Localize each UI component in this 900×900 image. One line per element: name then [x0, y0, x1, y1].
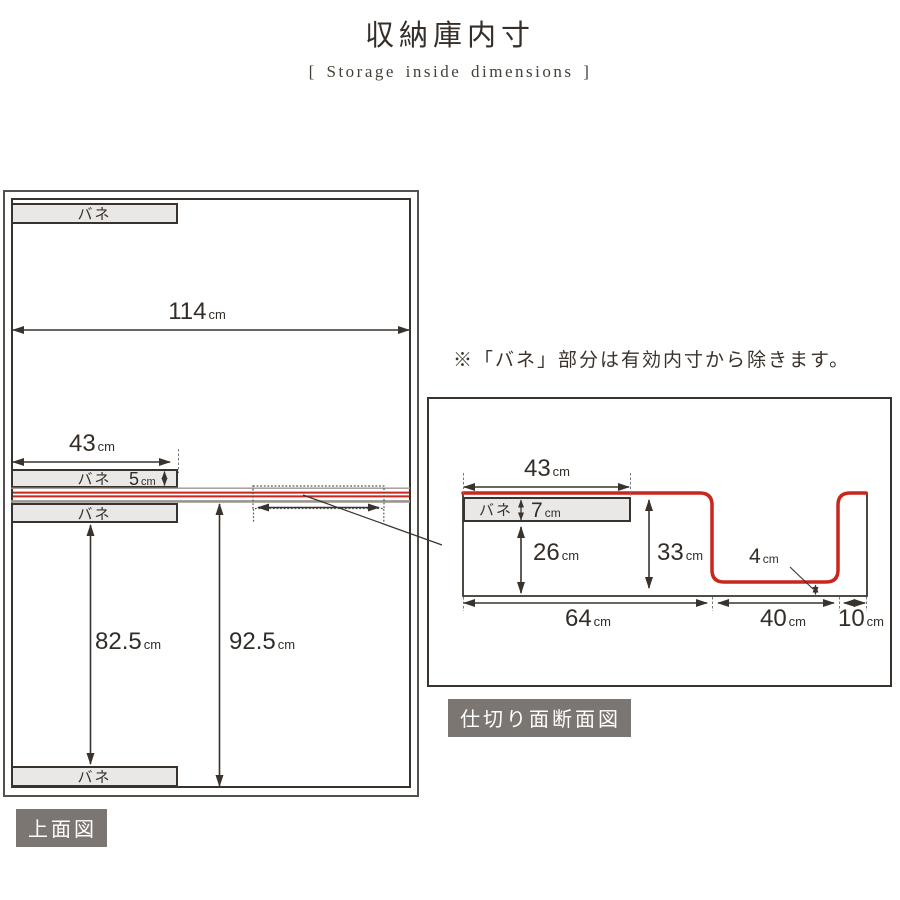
- dim-value: 26: [533, 539, 560, 566]
- page-subtitle: [ Storage inside dimensions ]: [308, 62, 592, 81]
- top-view-caption: 上面図: [16, 809, 107, 847]
- bane-box-bottom: バネ: [11, 766, 178, 787]
- dim-unit: cm: [685, 548, 704, 563]
- dim-unit: cm: [141, 476, 156, 488]
- dim-value: 40: [759, 605, 787, 632]
- bane-label: バネ: [77, 206, 112, 223]
- page-title: 収納庫内寸: [364, 20, 536, 52]
- dim-value: 114: [168, 298, 207, 325]
- dim-unit: cm: [762, 552, 779, 566]
- dim-value: 43: [523, 455, 551, 482]
- dim-value: 64: [564, 605, 592, 632]
- top-view-outer-frame: [3, 190, 419, 797]
- dim-unit: cm: [593, 614, 612, 629]
- bane-label: バネ: [77, 471, 112, 488]
- bane-box-middle-lower: バネ: [11, 503, 178, 523]
- dim-value: 43: [68, 430, 96, 457]
- dim-unit: cm: [143, 637, 162, 652]
- dim-value: 33: [657, 539, 684, 566]
- dim-unit: cm: [788, 614, 807, 629]
- bane-box-middle-upper: バネ: [11, 469, 178, 488]
- dim-unit: cm: [208, 307, 226, 322]
- bane-label: バネ: [77, 769, 112, 786]
- dim-value: 7: [531, 499, 543, 522]
- dim-unit: cm: [544, 506, 561, 520]
- dim-value: 10: [837, 605, 865, 632]
- bane-label: バネ: [479, 502, 514, 519]
- dim-unit: cm: [552, 464, 571, 479]
- dim-unit: cm: [277, 637, 296, 652]
- dim-unit: cm: [866, 614, 885, 629]
- dim-value: 82.5: [95, 628, 142, 655]
- bane-exclusion-note: ※「バネ」部分は有効内寸から除きます。: [453, 350, 851, 371]
- bane-box-top: バネ: [11, 203, 178, 224]
- dim-unit: cm: [97, 439, 116, 454]
- dim-value: 5: [129, 469, 140, 489]
- dim-value: 92.5: [229, 628, 276, 655]
- dim-unit: cm: [561, 548, 580, 563]
- top-view-inner-frame: [11, 198, 411, 788]
- dim-value: 4: [749, 545, 761, 568]
- bane-label: バネ: [77, 505, 112, 523]
- cross-section-caption: 仕切り面断面図: [448, 699, 631, 737]
